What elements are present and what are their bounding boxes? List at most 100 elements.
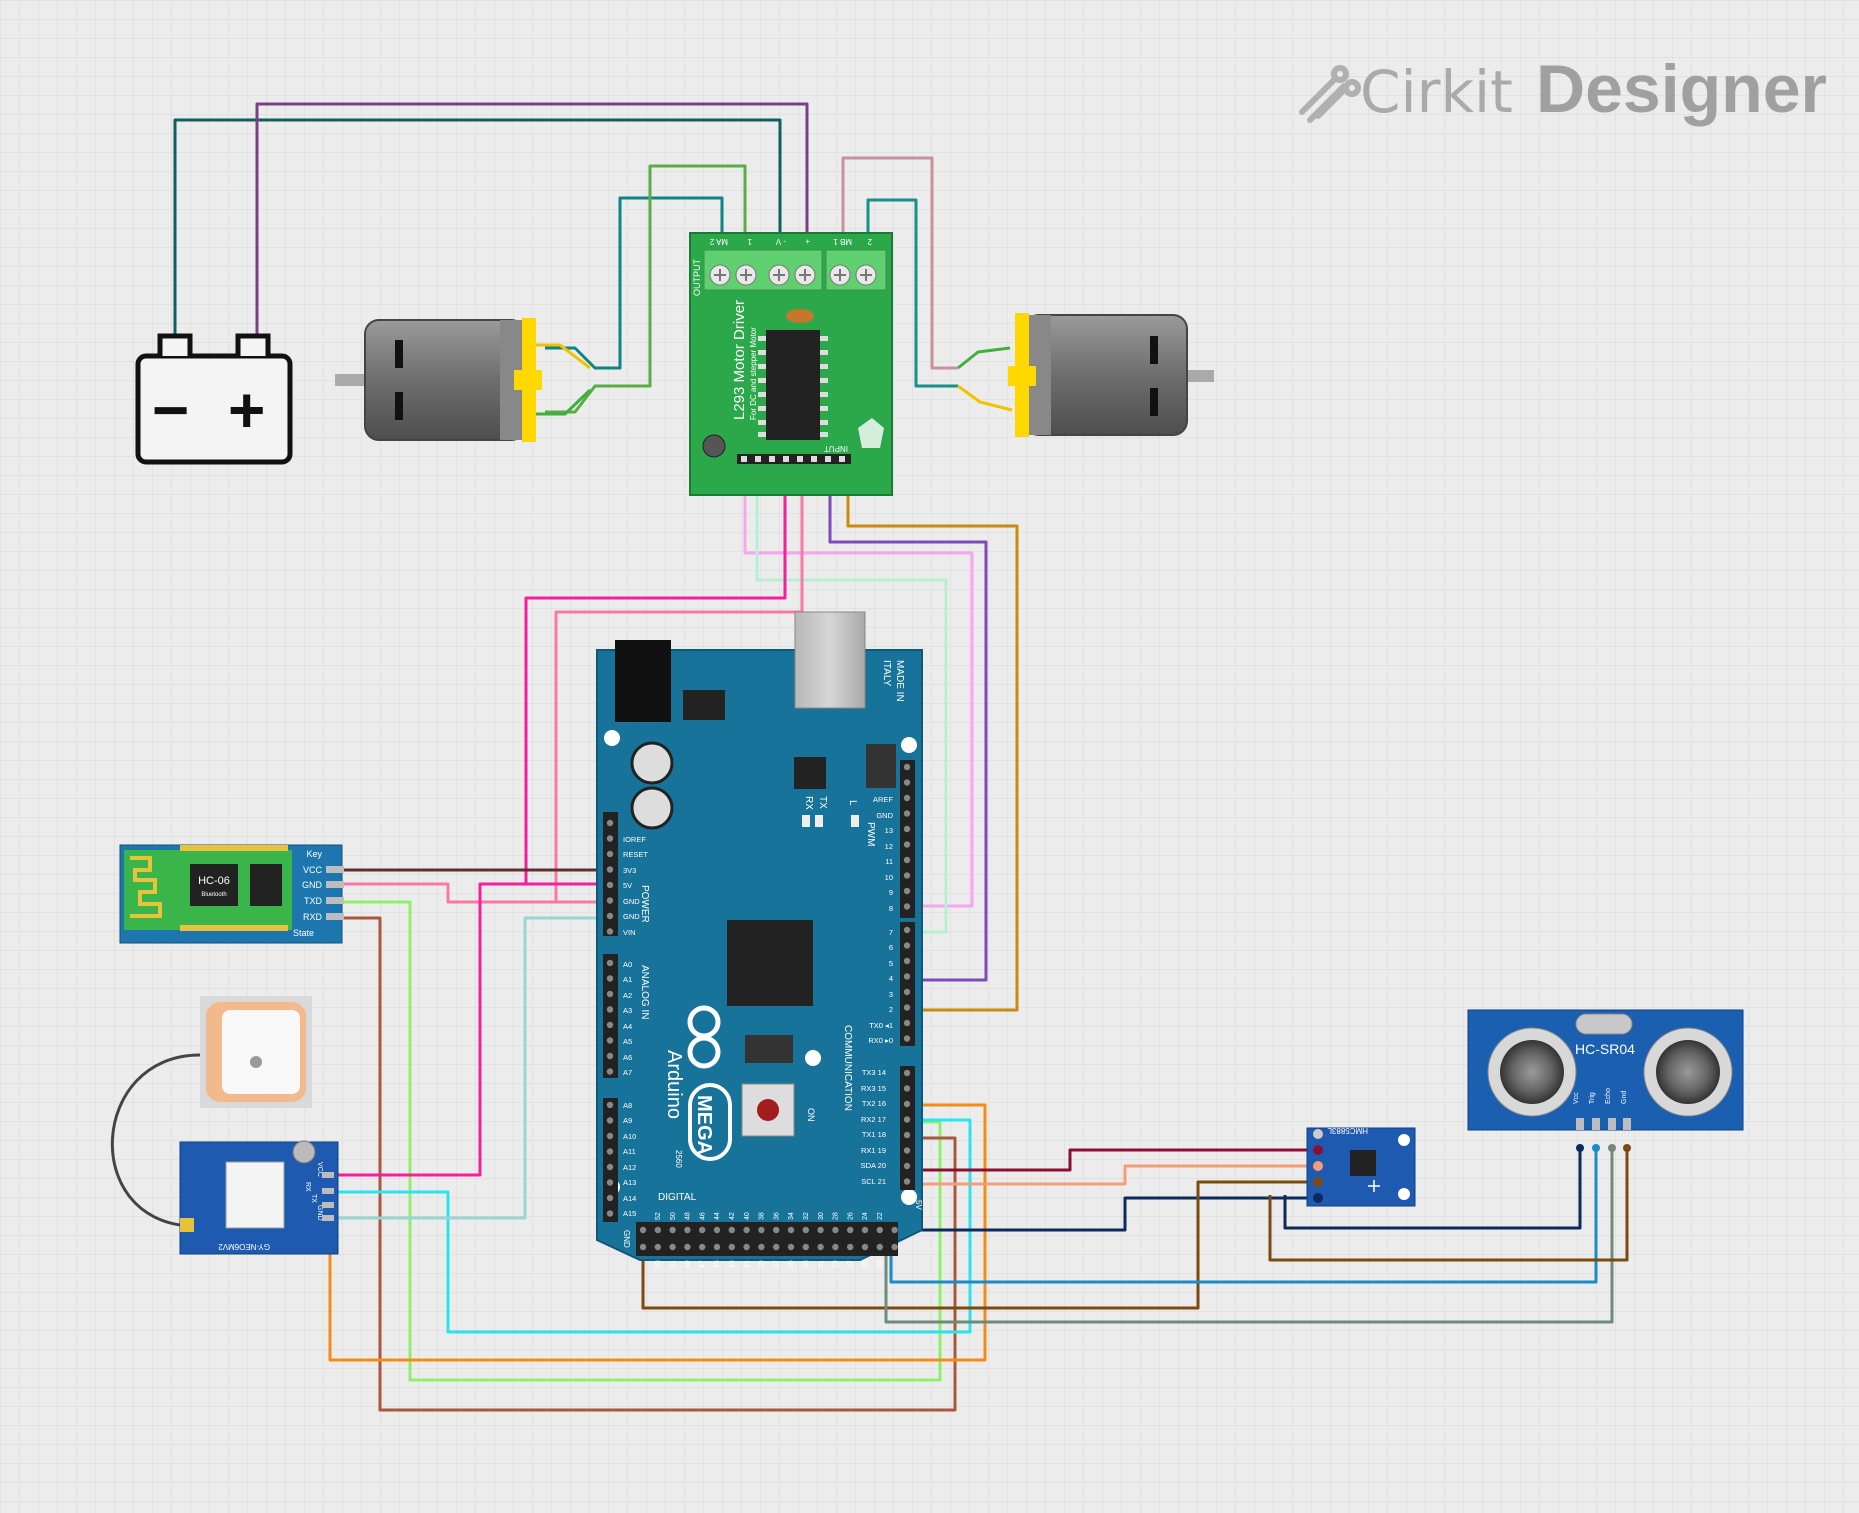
header-pin[interactable] <box>743 1243 750 1251</box>
dc-motor-right[interactable] <box>1008 313 1214 437</box>
header-pin[interactable] <box>606 835 614 842</box>
header-pin[interactable] <box>606 1101 614 1109</box>
header-pin[interactable] <box>903 763 911 771</box>
gps-neo6m-module[interactable]: GY-NEO6MV2 VCC RX TX GND <box>111 996 339 1255</box>
header-pin[interactable] <box>903 1116 911 1123</box>
header-pin[interactable] <box>861 1226 869 1234</box>
header-pin[interactable] <box>903 926 911 934</box>
header-pin[interactable] <box>903 856 911 864</box>
header-pin[interactable] <box>606 1148 614 1155</box>
header-pin[interactable] <box>669 1243 676 1251</box>
header-pin[interactable] <box>606 1210 614 1217</box>
header-pin[interactable] <box>773 1243 780 1251</box>
header-pin[interactable] <box>891 1243 898 1251</box>
header-pin[interactable] <box>903 841 911 848</box>
gps-header-pins[interactable] <box>322 1172 334 1221</box>
header-pin[interactable] <box>802 1226 809 1234</box>
header-pin[interactable] <box>606 881 614 889</box>
header-pin[interactable] <box>606 1179 614 1186</box>
header-pin[interactable] <box>817 1226 824 1234</box>
header-pin[interactable] <box>606 959 614 967</box>
header-pin[interactable] <box>903 1069 911 1077</box>
header-pin[interactable] <box>903 903 911 910</box>
header-pin[interactable] <box>903 794 911 802</box>
header-pin[interactable] <box>891 1226 898 1234</box>
header-pin[interactable] <box>606 975 614 982</box>
header-pin[interactable] <box>847 1226 854 1234</box>
header-pin[interactable] <box>606 819 614 827</box>
header-pin[interactable] <box>903 779 911 786</box>
header-pin[interactable] <box>699 1243 706 1251</box>
bt-header-pins[interactable] <box>326 866 344 920</box>
header-pin[interactable] <box>861 1243 869 1251</box>
header-pin[interactable] <box>606 1006 614 1013</box>
header-pin[interactable] <box>832 1226 839 1234</box>
arduino-mega[interactable]: MADE IN ITALY Arduino MEGA 2560 RX TX L … <box>596 611 923 1268</box>
header-pin[interactable] <box>606 1037 614 1044</box>
header-pin[interactable] <box>903 1100 911 1108</box>
header-pin[interactable] <box>606 990 614 998</box>
header-pin[interactable] <box>606 912 614 920</box>
header-pin[interactable] <box>903 1004 911 1011</box>
header-pin[interactable] <box>903 1178 911 1185</box>
header-pin[interactable] <box>606 1117 614 1124</box>
header-pin[interactable] <box>743 1226 750 1234</box>
header-pin[interactable] <box>903 942 911 949</box>
header-pin[interactable] <box>847 1243 854 1251</box>
header-pin[interactable] <box>903 1085 911 1092</box>
header-pin[interactable] <box>758 1243 765 1251</box>
header-pin[interactable] <box>903 1035 911 1042</box>
header-pin[interactable] <box>903 973 911 980</box>
compass-header-pins[interactable] <box>1313 1129 1323 1203</box>
header-pin[interactable] <box>606 866 614 873</box>
header-pin[interactable] <box>728 1243 735 1251</box>
header-pin[interactable] <box>817 1243 824 1251</box>
l293-motor-driver[interactable]: MA 2 1 - V + MB 1 2 OUTPUT L293 Motor Dr… <box>689 232 893 496</box>
header-pin[interactable] <box>903 1147 911 1154</box>
header-pin[interactable] <box>903 988 911 996</box>
header-pin[interactable] <box>606 928 614 935</box>
hc06-bluetooth-module[interactable]: HC-06 Bluetooth Key VCC GND TXD RXD Stat… <box>119 844 344 944</box>
header-pin[interactable] <box>773 1226 780 1234</box>
header-pin[interactable] <box>654 1243 661 1251</box>
battery-terminal-positive[interactable] <box>235 333 271 356</box>
header-pin[interactable] <box>876 1243 883 1251</box>
header-pin[interactable] <box>606 1132 614 1140</box>
header-pin[interactable] <box>758 1226 765 1234</box>
header-pin[interactable] <box>876 1226 883 1234</box>
header-pin[interactable] <box>669 1226 676 1234</box>
hcsr04-ultrasonic[interactable]: HC-SR04 Vcc Trig Echo Gnd <box>1467 1009 1744 1152</box>
header-pin[interactable] <box>832 1243 839 1251</box>
header-pin[interactable] <box>903 1019 911 1027</box>
header-pin[interactable] <box>606 1194 614 1202</box>
header-pin[interactable] <box>802 1243 809 1251</box>
header-pin[interactable] <box>684 1226 691 1234</box>
header-pin[interactable] <box>606 1021 614 1029</box>
header-pin[interactable] <box>903 957 911 965</box>
header-pin[interactable] <box>903 1131 911 1139</box>
header-pin[interactable] <box>787 1243 795 1251</box>
header-pin[interactable] <box>713 1243 721 1251</box>
header-pin[interactable] <box>903 1162 911 1170</box>
hmc5883l-compass[interactable]: HMC5883L <box>1306 1126 1416 1207</box>
header-pin[interactable] <box>639 1226 647 1234</box>
dc-motor-left[interactable] <box>335 318 542 442</box>
header-pin[interactable] <box>699 1226 706 1234</box>
battery[interactable]: − + <box>135 333 293 465</box>
header-pin[interactable] <box>787 1226 795 1234</box>
header-pin[interactable] <box>728 1226 735 1234</box>
header-pin[interactable] <box>903 887 911 895</box>
header-pin[interactable] <box>606 1163 614 1171</box>
header-pin[interactable] <box>606 1052 614 1060</box>
header-pin[interactable] <box>606 1068 614 1075</box>
arduino-pins[interactable] <box>606 763 911 1251</box>
header-pin[interactable] <box>606 897 614 904</box>
header-pin[interactable] <box>606 850 614 858</box>
header-pin[interactable] <box>903 810 911 817</box>
battery-terminal-negative[interactable] <box>157 333 193 356</box>
header-pin[interactable] <box>654 1226 661 1234</box>
header-pin[interactable] <box>684 1243 691 1251</box>
header-pin[interactable] <box>713 1226 721 1234</box>
reset-button-cap[interactable] <box>757 1099 779 1121</box>
driver-input-pins[interactable] <box>741 456 845 462</box>
